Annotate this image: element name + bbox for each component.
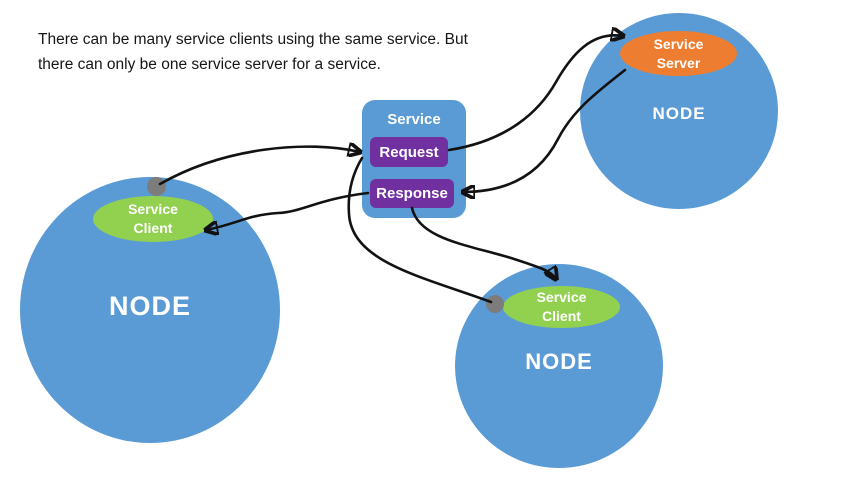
node-right: Service Server NODE (580, 13, 778, 209)
response-box: Response (370, 179, 454, 208)
node-left: Service Client NODE (20, 177, 280, 443)
service-client-left-label-line2: Client (133, 220, 173, 236)
connection-dot-bottom (486, 295, 504, 313)
service-client-bottom-label-line1: Service (536, 289, 587, 305)
service-server: Service Server (620, 31, 737, 76)
service-panel: Service Request Response (362, 100, 466, 218)
node-left-label: NODE (108, 291, 191, 321)
request-box: Request (370, 137, 448, 167)
service-panel-title: Service (387, 111, 441, 128)
caption-line-2: there can only be one service server for… (38, 56, 381, 73)
service-server-label-line1: Service (653, 35, 704, 52)
arrow-client-left-to-request (158, 147, 360, 186)
node-bottom: Service Client NODE (455, 264, 663, 468)
service-client-left: Service Client (93, 196, 213, 242)
connection-dot-left (147, 177, 166, 196)
node-bottom-label: NODE (525, 349, 593, 374)
service-server-label-line2: Server (656, 54, 701, 71)
service-client-bottom-label-line2: Client (542, 308, 581, 324)
service-client-left-label-line1: Service (128, 201, 178, 217)
node-right-label: NODE (652, 104, 706, 123)
service-client-bottom: Service Client (503, 286, 620, 328)
caption-text: There can be many service clients using … (38, 27, 468, 77)
caption-line-1: There can be many service clients using … (38, 31, 468, 48)
